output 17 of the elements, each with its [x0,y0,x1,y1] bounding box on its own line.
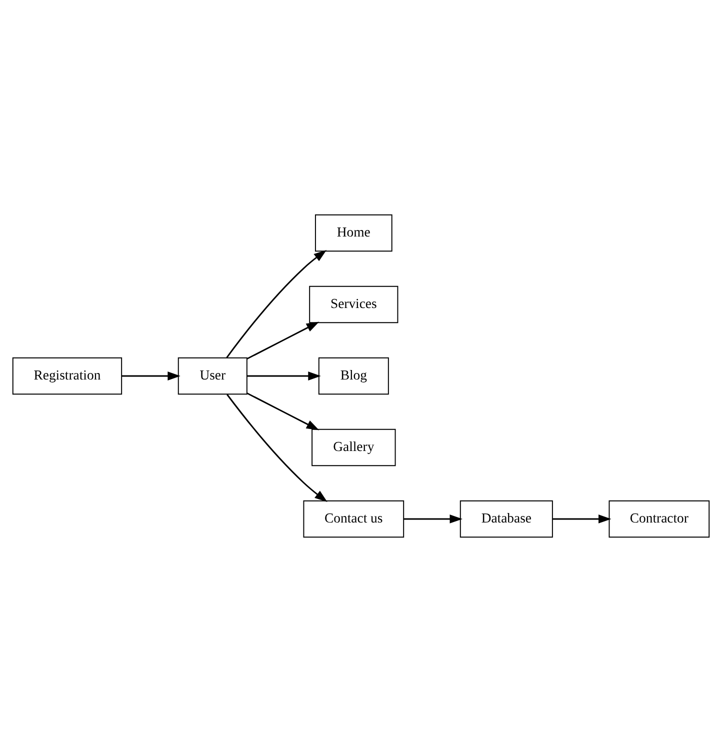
node-box: Home [314,214,392,252]
node-box: Services [309,285,398,323]
node-box: Contact us [303,500,404,538]
arrow [226,394,328,502]
node-box: Contractor [608,500,710,538]
arrow [404,514,463,523]
arrow [122,371,180,380]
node-box: Gallery [312,428,396,466]
node-box: Registration [12,356,122,394]
node-box: Blog [318,356,389,394]
arrow [246,321,320,360]
node-box: User [178,356,248,394]
arrow [226,249,327,358]
arrow [246,371,321,380]
node-box: Database [460,500,553,538]
arrow [552,514,612,523]
arrow [246,392,320,430]
